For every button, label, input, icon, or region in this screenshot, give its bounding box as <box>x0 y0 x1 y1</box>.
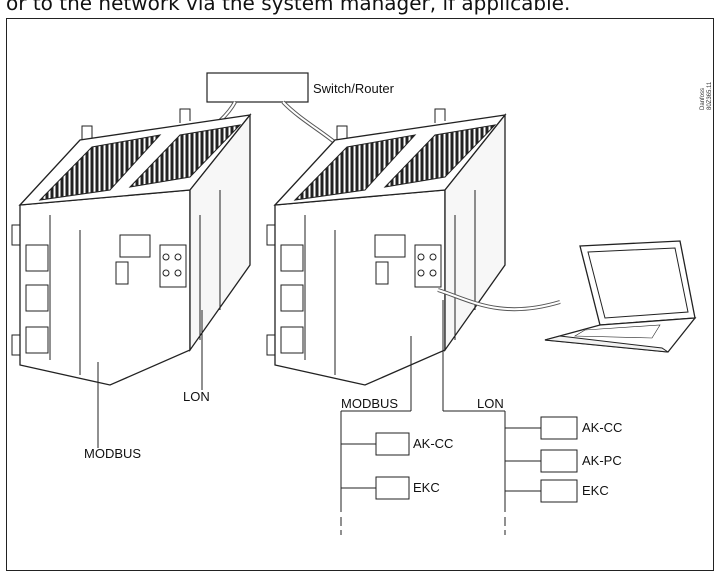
modbus-device-box <box>375 476 410 500</box>
lon-right-label: LON <box>477 396 504 411</box>
caption-text: or to the network via the system manager… <box>6 0 571 15</box>
lon-device-label: AK-PC <box>582 453 622 468</box>
figure-frame <box>6 18 714 571</box>
lon-device-box <box>540 416 578 440</box>
modbus-device-label: AK-CC <box>413 436 453 451</box>
watermark-line2: 80Z365.11 <box>707 81 713 110</box>
rj45-plug-left <box>115 261 129 285</box>
switch-router-box <box>206 72 309 103</box>
laptop-icon <box>544 240 697 353</box>
lon-device-label: AK-CC <box>582 420 622 435</box>
switch-router-label: Switch/Router <box>313 81 395 96</box>
lon-device-label: EKC <box>582 483 609 498</box>
modbus-right-label: MODBUS <box>341 396 398 411</box>
watermark-line1: Danfoss <box>700 88 706 110</box>
modbus-device-label: EKC <box>413 480 440 495</box>
lon-left-label: LON <box>183 389 210 404</box>
modbus-left-label: MODBUS <box>84 446 141 461</box>
lon-device-box <box>540 449 578 473</box>
controller-left <box>11 108 251 386</box>
lon-device-box <box>540 479 578 503</box>
controller-right <box>266 108 506 386</box>
rj45-plug-right <box>375 261 389 285</box>
modbus-device-box <box>375 432 410 456</box>
